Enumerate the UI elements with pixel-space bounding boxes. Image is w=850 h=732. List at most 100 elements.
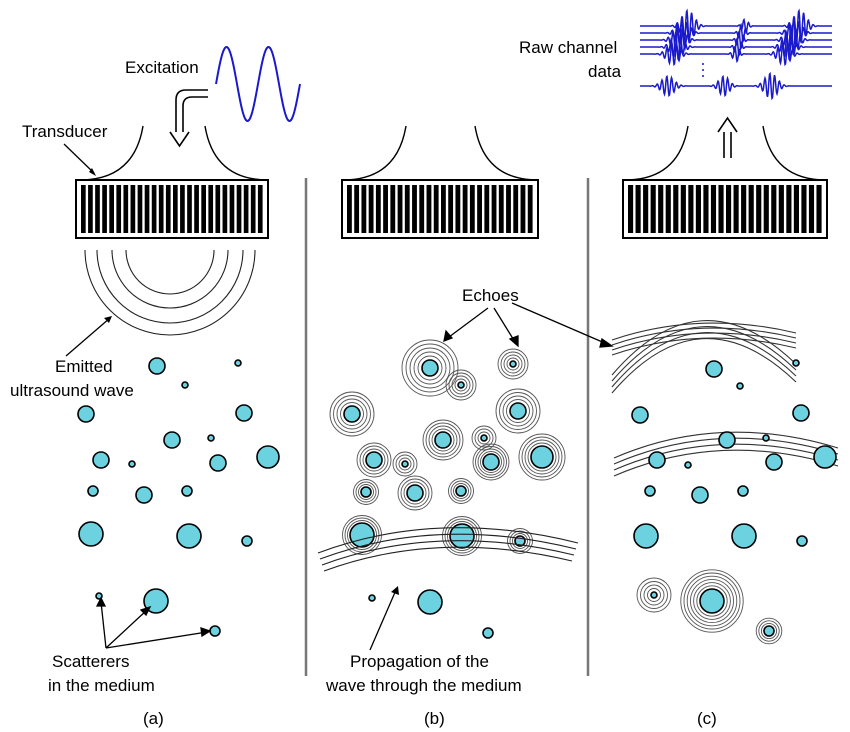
echo-ring — [428, 425, 458, 455]
scatterers-a — [77, 357, 280, 637]
transducer-element — [158, 185, 164, 233]
echo-ring — [502, 395, 534, 427]
transducer-element — [658, 185, 664, 233]
scatterer — [176, 523, 202, 549]
echo-ring — [353, 479, 379, 505]
transducer-element — [390, 185, 396, 233]
panel-a: Excitation Transducer Emitted ultrasound… — [10, 45, 301, 728]
echo-ring — [755, 617, 783, 645]
scatterer — [449, 523, 475, 549]
scatterer — [644, 485, 656, 497]
transducer-frame — [622, 179, 828, 239]
transducer-element — [375, 185, 381, 233]
scatterer — [530, 445, 554, 469]
raw-data-label-line1: Raw channel — [519, 38, 617, 57]
transducer-element — [710, 185, 717, 233]
transducer-element — [484, 185, 490, 233]
scatterer — [705, 360, 723, 378]
echo-ring — [405, 343, 455, 393]
transducer-element — [808, 185, 815, 233]
echo-ring — [636, 577, 672, 613]
echo-ring — [472, 443, 510, 481]
transducer-element — [208, 185, 214, 233]
echo-ring — [475, 446, 507, 478]
scatterer — [368, 594, 376, 602]
emitted-wave — [84, 249, 256, 336]
transducer-element — [703, 185, 709, 233]
echo-ring — [686, 575, 738, 627]
scatterer — [684, 461, 692, 469]
echo-ring — [758, 620, 780, 642]
scatterers-c — [631, 359, 837, 637]
echo-ring — [448, 372, 474, 398]
transducer-element — [506, 185, 511, 233]
scatterers-b — [343, 359, 554, 639]
echo-ring — [471, 425, 497, 451]
transducer-element — [222, 185, 228, 233]
transducer-element — [397, 185, 403, 233]
echo-ring — [696, 585, 728, 617]
panel-b: Echoes Propagation of the wave through t… — [317, 125, 614, 728]
channel-trace — [640, 71, 832, 101]
echo-ring — [333, 395, 371, 433]
transducer-element — [462, 185, 468, 233]
transducer-element — [748, 185, 754, 233]
scatterer — [234, 359, 242, 367]
scatterer — [235, 404, 253, 422]
transducer-element — [419, 185, 425, 233]
echo-ring — [451, 375, 471, 395]
scatterer — [241, 535, 253, 547]
transducer-element — [650, 185, 656, 233]
echo-ring — [474, 428, 494, 448]
transducer-frame — [75, 179, 269, 239]
transducer-element — [426, 185, 432, 233]
transducer-element — [448, 185, 454, 233]
transducer-element — [201, 185, 206, 233]
transducer-element — [477, 185, 482, 233]
transducer-element — [491, 185, 497, 233]
scatterer — [736, 382, 744, 390]
scatterer — [792, 359, 800, 367]
scatterers-pointers — [95, 596, 212, 649]
transducer-element — [433, 185, 439, 233]
transducer-element — [756, 185, 762, 233]
excitation-arrow — [169, 89, 208, 148]
echo-ring — [413, 351, 447, 385]
transducer-element — [144, 185, 150, 233]
transducer-element — [130, 185, 136, 233]
transducer-label: Transducer — [22, 122, 108, 141]
echo-ring — [409, 347, 451, 389]
echo-ring — [453, 483, 469, 499]
transducer-element — [733, 185, 739, 233]
echo-ring — [447, 521, 477, 551]
transducer-element — [726, 185, 732, 233]
transducer-element — [368, 185, 374, 233]
caption-c: (c) — [697, 709, 717, 728]
transducer-element — [229, 185, 235, 233]
transducer-housing-right-b — [474, 125, 539, 181]
transducer-element — [250, 185, 256, 233]
transducer-element — [801, 185, 807, 233]
scatterer — [648, 451, 666, 469]
scatterer — [209, 454, 227, 472]
transducer-element — [88, 185, 93, 233]
propagation-pointer-head — [391, 586, 399, 595]
scatterer — [699, 588, 725, 614]
scatterer — [731, 523, 757, 549]
transducer-element — [361, 185, 367, 233]
scatterer — [480, 434, 488, 442]
echo-ring — [442, 516, 482, 556]
scatterer — [207, 434, 215, 442]
scatterer — [135, 486, 153, 504]
echo-ring — [347, 520, 377, 550]
transducer-element — [194, 185, 199, 233]
echo-ring — [477, 448, 505, 476]
transducer-element — [718, 185, 724, 233]
transducer-element — [383, 185, 388, 233]
echo-ring — [431, 428, 455, 452]
transducer-housing-right-c — [762, 125, 827, 181]
transducer-frame — [341, 179, 539, 239]
caption-b: (b) — [424, 709, 445, 728]
scatterer — [482, 453, 500, 471]
scatterer — [455, 485, 467, 497]
